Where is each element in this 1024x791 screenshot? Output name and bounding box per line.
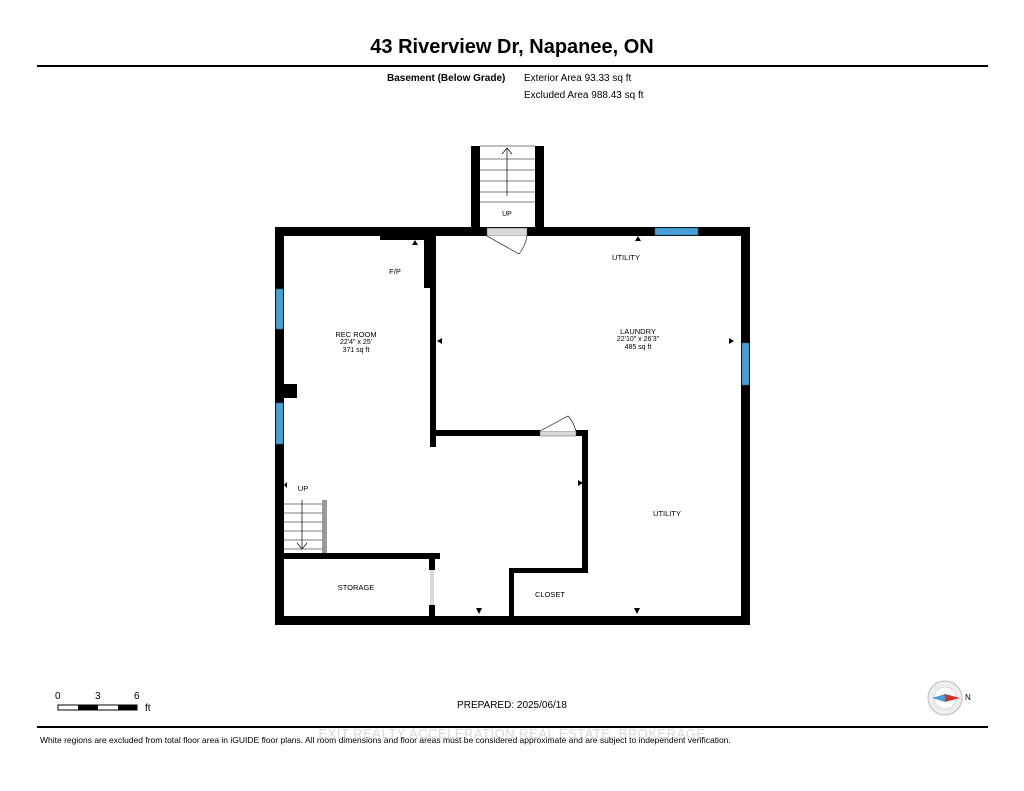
brokerage-watermark: EXIT REALTY ACCELERATION REAL ESTATE, BR… [318,726,706,741]
wall-bottom [275,616,750,625]
stair-up-label-left: UP [297,484,309,493]
left-stair [284,500,327,553]
storage-label: STORAGE [337,583,375,592]
scale-tick-6: 6 [134,691,140,702]
excluded-area: Excluded Area 988.43 sq ft [524,90,644,101]
scale-tick-0: 0 [55,691,61,702]
marker-closet-bottom [634,608,640,614]
top-divider [37,65,988,67]
closet-west-wall [509,568,514,620]
storage-east-wall-top [429,553,435,570]
closet-north-wall [509,568,588,573]
page-title: 43 Riverview Dr, Napanee, ON [370,36,654,58]
rec-room-label-group: REC ROOM 22'4" x 25' 371 sq ft [318,330,394,355]
marker-fp [412,240,418,245]
marker-hall-bottom [476,608,482,614]
utility-west-wall [582,430,588,570]
stairwell-wall-left [471,146,480,232]
stair-up-label-top: UP [502,211,512,218]
interior-walls [284,236,588,620]
storage-door [430,570,434,605]
marker-laundry-west [437,338,442,344]
top-stair-treads [480,145,535,203]
marker-utility-west [578,480,583,486]
bottom-divider [37,726,988,728]
wall-pilaster [284,384,297,398]
window-top [654,227,699,236]
opening-markers [284,236,734,614]
window-left-lower [275,402,284,445]
window-right [741,342,750,386]
rec-room-dims: 22'4" x 25' [339,339,372,346]
prepared-date: PREPARED: 2025/06/18 [457,700,567,711]
exterior-walls [275,227,750,625]
scale-unit: ft [145,703,151,714]
laundry-door-swing [539,415,577,437]
laundry-area: 485 sq ft [624,344,652,351]
fp-label: F/P [389,267,401,276]
fp-wall [424,236,430,288]
utility-top-label: UTILITY [612,253,640,262]
windows [275,227,750,445]
closet-label: CLOSET [534,590,565,599]
disclaimer-text: White regions are excluded from total fl… [40,735,731,745]
marker-utility-top [635,236,641,241]
laundry-west-wall [430,236,436,447]
wall-right [741,227,750,625]
marker-laundry-east [729,338,734,344]
laundry-dims: 22'10" x 26'3" [616,336,660,343]
floor-label: Basement (Below Grade) [387,73,506,84]
marker-stair [284,482,287,488]
window-left-upper [275,288,284,330]
compass-icon [927,680,963,716]
top-door-swing [486,227,528,255]
rec-room-area: 371 sq ft [342,347,370,354]
fp-hearth [380,236,424,240]
laundry-label-group: LAUNDRY 22'10" x 26'3" 485 sq ft [600,327,676,352]
stairwell-wall-right [535,146,544,232]
top-stairwell [471,145,544,232]
utility-right-label: UTILITY [653,509,681,518]
exterior-area: Exterior Area 93.33 sq ft [524,73,632,84]
laundry-name: LAUNDRY [620,327,656,336]
laundry-south-wall-a [430,430,540,436]
rec-room-name: REC ROOM [335,330,377,339]
scale-bar [57,704,138,711]
compass-north-label: N [965,693,971,702]
stair-rail [322,500,327,553]
storage-north-wall [284,553,440,559]
storage-east-wall-bottom [429,605,435,619]
scale-tick-3: 3 [95,691,101,702]
